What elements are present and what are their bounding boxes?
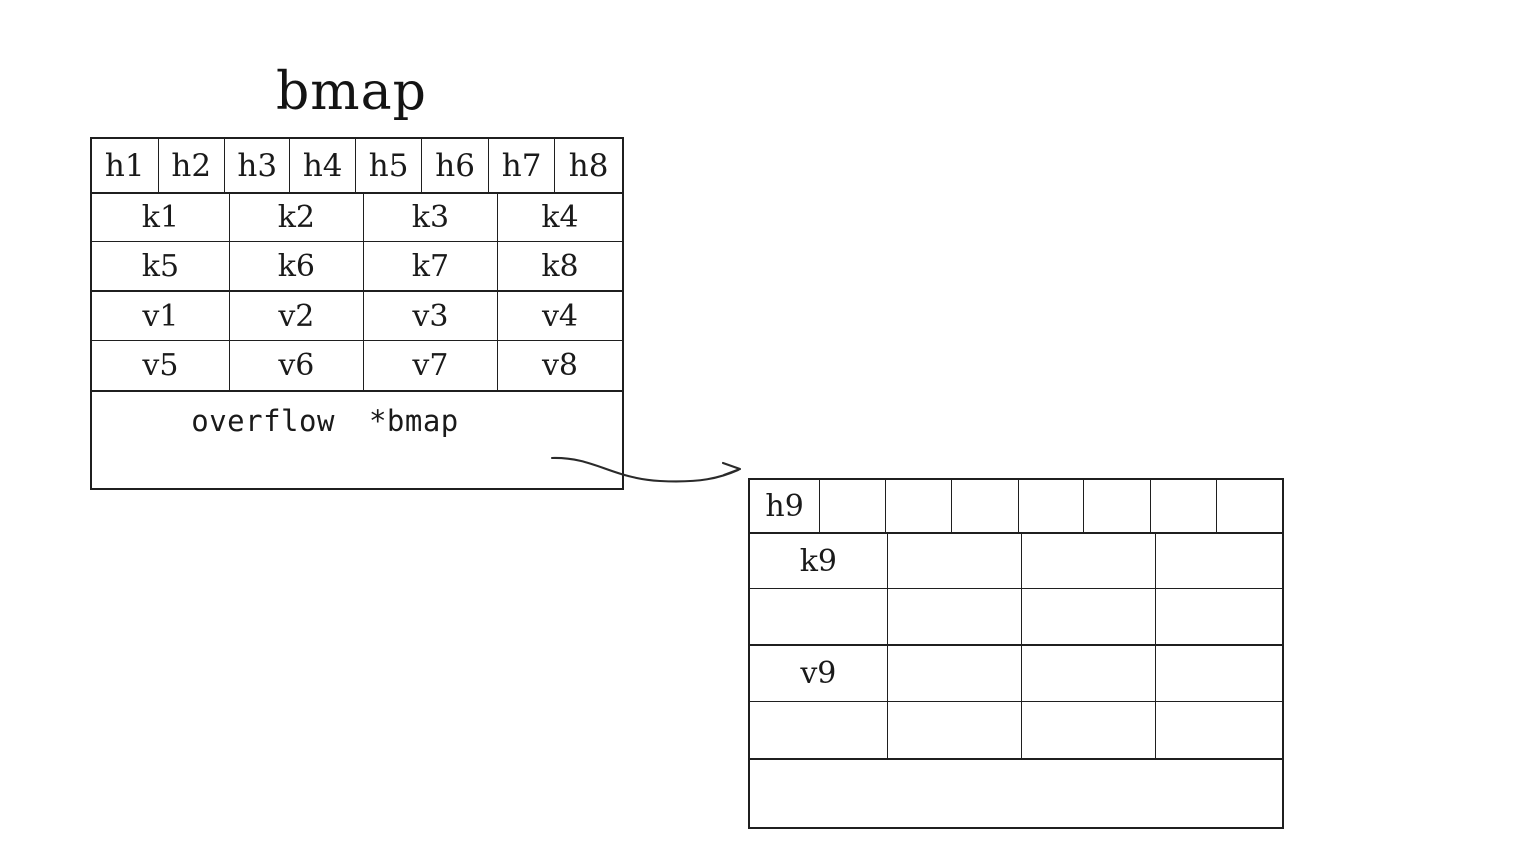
right-tophash-cell-6 <box>1084 480 1152 532</box>
right-value-cell-3 <box>1022 646 1156 701</box>
left-key-cell-k1: k1 <box>92 194 230 241</box>
overflow-field-label: overflow <box>191 404 335 438</box>
left-tophash-cell-3: h3 <box>225 139 291 192</box>
left-tophash-cell-8: h8 <box>568 147 609 184</box>
left-tophash-cell-2: h2 <box>159 139 225 192</box>
right-tophash-cell-8 <box>1217 480 1282 532</box>
left-key-cell-k7: k7 <box>364 242 498 290</box>
left-tophash-cell-6: h6 <box>422 139 489 192</box>
right-key-cell-3 <box>1022 534 1156 588</box>
left-key-cell-k3: k3 <box>364 194 498 241</box>
right-overflow-row <box>750 758 1282 823</box>
left-tophash-cell-5: h5 <box>356 139 423 192</box>
left-tophash-row: h1 h2 h3 h4 h5 h6 h7 h8 <box>92 139 622 192</box>
left-value-row-1: v1 v2 v3 v4 <box>92 290 622 340</box>
left-key-cell-k6: k6 <box>230 242 364 290</box>
left-value-cell-v5: v5 <box>92 341 230 390</box>
right-overflow-bmap-bucket: h9 k9 v9 <box>748 478 1284 829</box>
left-tophash-cell-4: h4 <box>290 139 356 192</box>
right-value-row-1: v9 <box>750 644 1282 701</box>
right-tophash-cell-3 <box>886 480 953 532</box>
left-bmap-bucket: h1 h2 h3 h4 h5 h6 h7 h8 k1 k2 k3 k4 k5 k… <box>90 137 624 490</box>
right-tophash-row: h9 <box>750 480 1282 532</box>
left-value-cell-v1: v1 <box>92 292 230 340</box>
right-key-row-1: k9 <box>750 532 1282 588</box>
left-key-row-2: k5 k6 k7 k8 <box>92 241 622 290</box>
right-tophash-cell-2 <box>820 480 886 532</box>
right-value-cell-8 <box>1156 702 1282 758</box>
right-value-cell-v9: v9 <box>750 646 888 701</box>
left-key-cell-k2: k2 <box>230 194 364 241</box>
left-value-row-2: v5 v6 v7 v8 <box>92 340 622 390</box>
right-key-cell-5 <box>750 589 888 644</box>
right-tophash-cell-5 <box>1019 480 1085 532</box>
page-title: bmap <box>276 62 427 122</box>
left-value-cell-v6: v6 <box>230 341 364 390</box>
right-value-cell-7 <box>1022 702 1156 758</box>
overflow-pointer-arrow <box>550 456 742 483</box>
left-key-row-1: k1 k2 k3 k4 <box>92 192 622 241</box>
right-key-cell-4 <box>1156 534 1282 588</box>
left-tophash-cell-1: h1 <box>92 139 159 192</box>
overflow-type-label: *bmap <box>368 404 459 438</box>
right-key-cell-6 <box>888 589 1022 644</box>
right-tophash-cell-1: h9 <box>750 480 821 532</box>
right-tophash-cell-4 <box>952 480 1019 532</box>
right-key-cell-7 <box>1022 589 1156 644</box>
left-value-cell-v3: v3 <box>364 292 498 340</box>
left-value-cell-v7: v7 <box>364 341 498 390</box>
left-overflow-row: overflow *bmap <box>92 390 622 450</box>
left-tophash-cell-7: h7 <box>489 139 556 192</box>
left-key-cell-k4: k4 <box>541 200 579 235</box>
right-value-cell-6 <box>888 702 1022 758</box>
right-value-cell-5 <box>750 702 888 758</box>
right-tophash-cell-7 <box>1151 480 1217 532</box>
right-value-row-2 <box>750 701 1282 758</box>
right-key-cell-2 <box>888 534 1022 588</box>
left-value-cell-v8: v8 <box>541 348 578 383</box>
left-key-cell-k8: k8 <box>541 248 579 284</box>
left-value-cell-v4: v4 <box>541 298 578 334</box>
right-key-row-2 <box>750 588 1282 644</box>
left-value-cell-v2: v2 <box>230 292 364 340</box>
left-key-cell-k5: k5 <box>92 242 230 290</box>
right-key-cell-8 <box>1156 589 1282 644</box>
right-key-cell-k9: k9 <box>750 534 888 588</box>
right-value-cell-2 <box>888 646 1022 701</box>
right-value-cell-4 <box>1156 646 1282 701</box>
